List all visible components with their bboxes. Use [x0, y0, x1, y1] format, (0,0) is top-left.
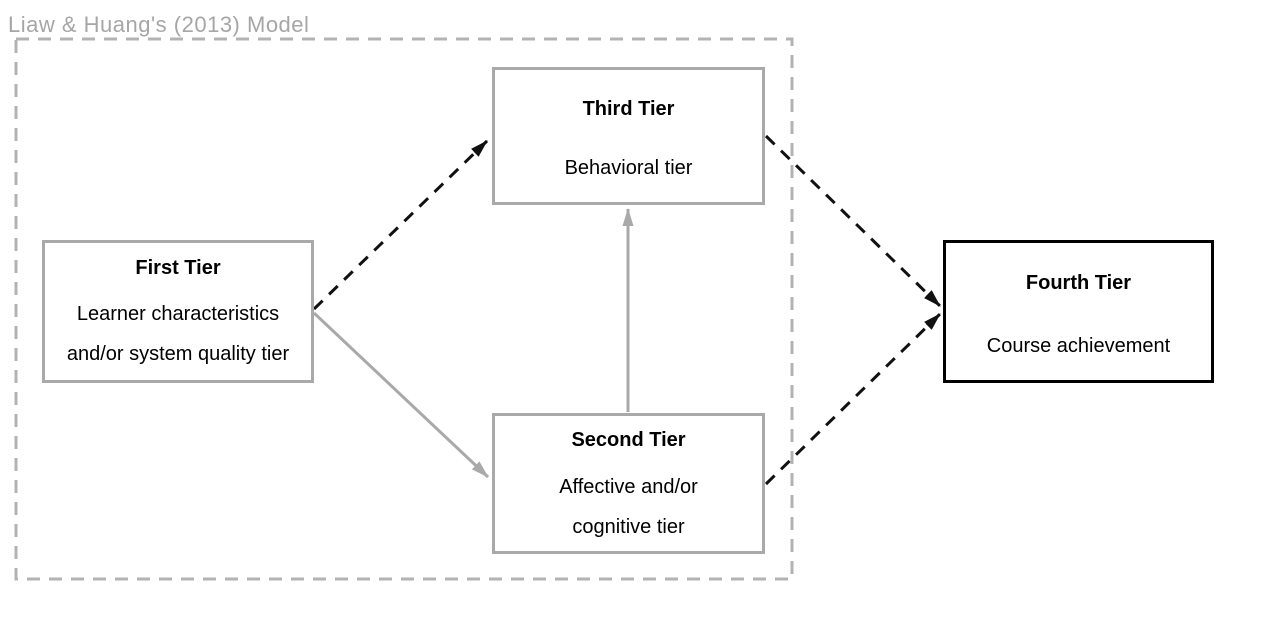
fourth-tier-body: Course achievement [987, 326, 1170, 366]
third-tier-body-line: Behavioral tier [564, 157, 693, 179]
second-tier-body: Affective and/or cognitive tier [559, 467, 698, 547]
third-tier-box: Third Tier Behavioral tier [492, 67, 765, 205]
first-tier-body-line: Learner characteristics [76, 303, 280, 325]
model-group-outline [14, 37, 794, 581]
edge-first-to-third [312, 139, 489, 311]
edge-first-to-second [312, 311, 490, 479]
second-tier-body-line: cognitive tier [572, 516, 685, 538]
fourth-tier-title: Fourth Tier [1025, 272, 1132, 294]
fourth-tier-body-line: Course achievement [986, 335, 1171, 357]
second-tier-box: Second Tier Affective and/or cognitive t… [492, 413, 765, 554]
second-tier-title: Second Tier [571, 429, 686, 451]
second-tier-body-line: Affective and/or [559, 476, 698, 498]
first-tier-title: First Tier [135, 257, 221, 279]
fourth-tier-box: Fourth Tier Course achievement [943, 240, 1214, 383]
model-group-label: Liaw & Huang's (2013) Model [8, 12, 310, 37]
first-tier-box: First Tier Learner characteristics and/o… [42, 240, 314, 383]
third-tier-body: Behavioral tier [565, 148, 693, 188]
first-tier-body-line: and/or system quality tier [66, 343, 290, 365]
third-tier-title: Third Tier [582, 98, 675, 120]
first-tier-body: Learner characteristics and/or system qu… [67, 294, 289, 374]
